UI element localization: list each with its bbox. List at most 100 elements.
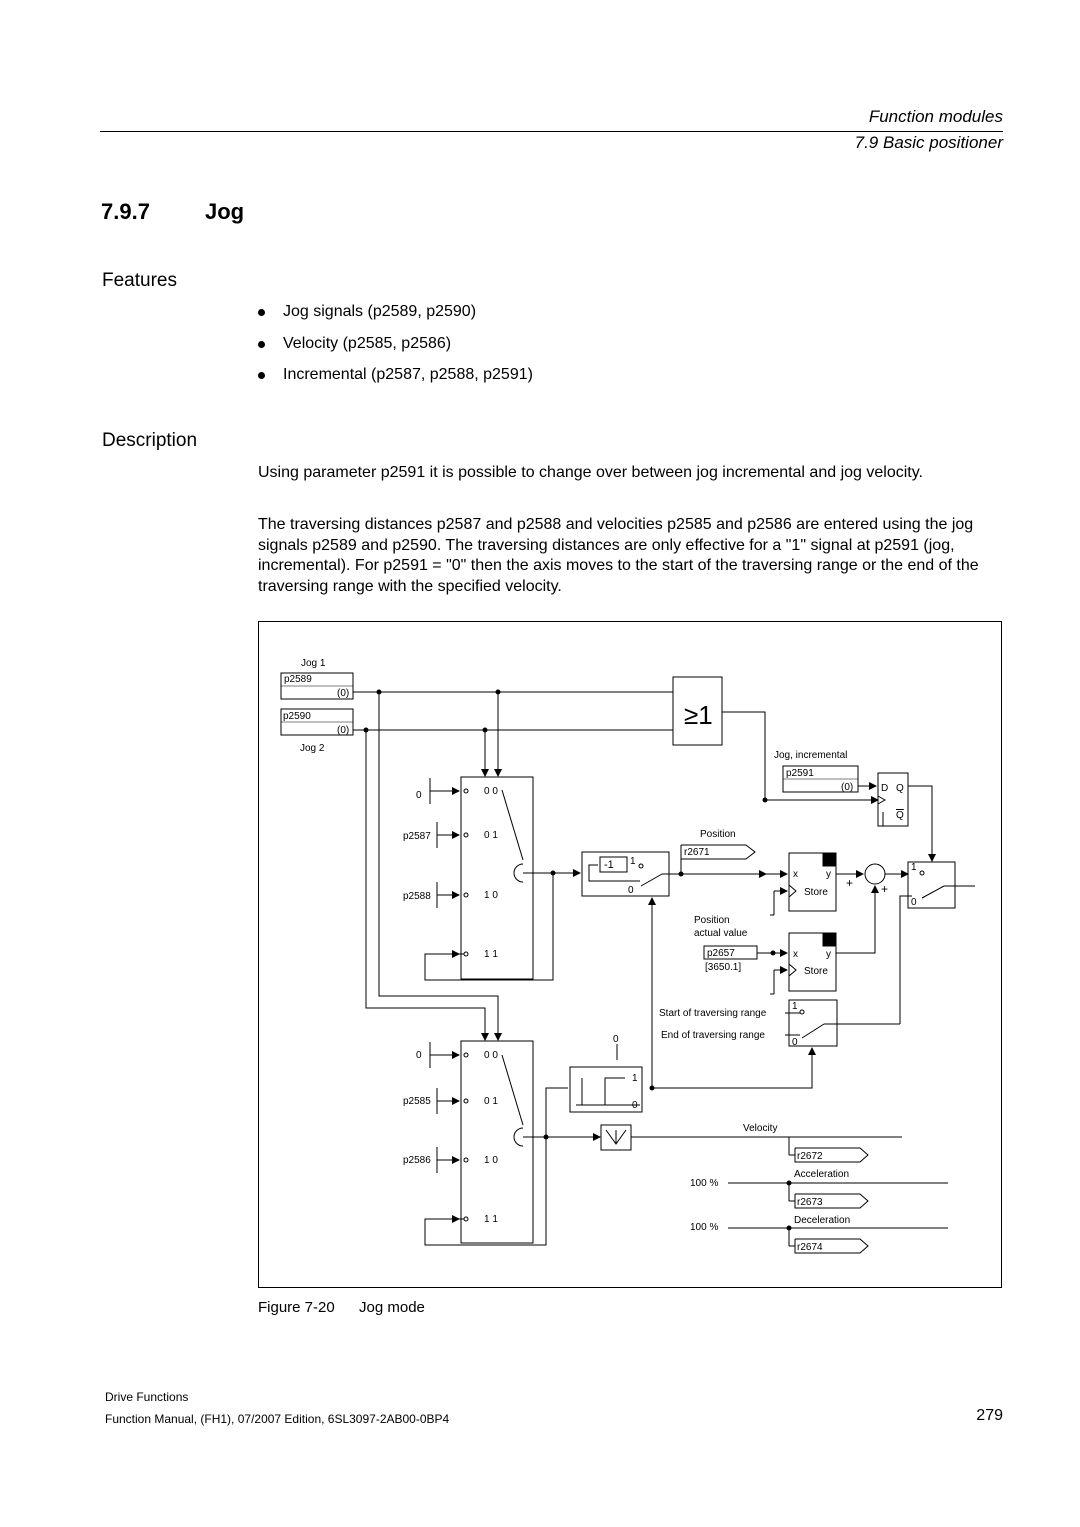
sign-inversion-block [581,851,670,897]
label-p2589-default: (0) [337,688,349,699]
section-number: 7.9.7 [101,199,150,224]
label-store1-x: x [793,869,798,880]
range-switch [788,999,838,1047]
label-lower-sel-01: 0 1 [484,1096,498,1107]
label-acceleration: Acceleration [794,1169,849,1180]
label-position: Position [700,829,736,840]
label-plus-bottom: + [881,882,888,896]
description-heading: Description [102,430,198,451]
label-p2588: p2588 [403,891,431,902]
label-or-gate: ≥1 [684,700,713,730]
label-threshold-0: 0 [613,1034,619,1045]
label-p2591-default: (0) [841,782,853,793]
label-out-1: 1 [911,862,917,873]
output-switch [907,861,956,909]
jog-mode-block-diagram: Jog 1 p2589 (0) p2590 (0) Jog 2 ≥1 Jog, … [280,658,975,1254]
label-deceleration: Deceleration [794,1215,850,1226]
label-position-actual-1: Position [694,915,730,926]
minus-one-gain [599,856,628,873]
threshold-block [569,1066,643,1113]
label-p2591: p2591 [786,768,814,779]
actual-position-store [788,932,837,992]
label-accel-100: 100 % [690,1178,718,1189]
position-store-block [788,852,837,912]
features-heading: Features [102,270,177,291]
label-end-range: End of traversing range [661,1030,765,1041]
label-r2672: r2672 [797,1151,823,1162]
label-upper-0: 0 [416,790,422,801]
header-rule [100,131,1003,132]
label-store1-y: y [826,869,831,880]
page-number: 279 [976,1407,1003,1424]
label-jog-incremental: Jog, incremental [774,750,847,761]
label-p2590: p2590 [283,711,311,722]
label-threshold-1: 1 [632,1073,638,1084]
label-range-0: 0 [792,1037,798,1048]
velocity-selector-inputs [424,1042,601,1246]
label-lower-sel-11: 1 1 [484,1214,498,1225]
or-gate [672,676,723,746]
r2674-connector [794,1238,869,1254]
label-upper-sel-01: 0 1 [484,830,498,841]
figure-number: Figure 7-20 [258,1299,335,1316]
label-p2590-default: (0) [337,725,349,736]
label-p2586: p2586 [403,1155,431,1166]
figure-caption: Figure 7-20 Jog mode [258,1299,425,1316]
label-lower-sel-10: 1 0 [484,1155,498,1166]
section-title: 7.9.7 Jog [101,199,244,225]
list-item: Jog signals (p2589, p2590) [258,300,533,332]
label-jog1: Jog 1 [301,658,326,669]
r2672-connector [794,1147,869,1163]
label-start-range: Start of traversing range [659,1008,767,1019]
list-item: Velocity (p2585, p2586) [258,332,533,364]
label-ff-qbar: Q [896,810,904,821]
features-list: Jog signals (p2589, p2590) Velocity (p25… [258,300,533,395]
label-r2671: r2671 [684,847,710,858]
label-r2673: r2673 [797,1197,823,1208]
label-ff-d: D [881,783,888,794]
label-velocity: Velocity [743,1123,777,1134]
label-store1: Store [804,887,828,898]
label-lower-sel-00: 0 0 [484,1050,498,1061]
label-p2587: p2587 [403,831,431,842]
label-p2657: p2657 [707,948,735,959]
dq-flip-flop [877,772,909,827]
label-r2674: r2674 [797,1242,823,1253]
label-minus-one: -1 [604,859,614,871]
velocity-selector [460,1040,534,1244]
label-switch-0: 0 [628,885,634,896]
footer-doc-info: Function Manual, (FH1), 07/2007 Edition,… [105,1412,450,1426]
label-p2585: p2585 [403,1096,431,1107]
label-range-1: 1 [792,1001,798,1012]
label-upper-sel-11: 1 1 [484,949,498,960]
list-item: Incremental (p2587, p2588, p2591) [258,363,533,395]
distance-selector-inputs [424,778,581,981]
label-ff-q: Q [896,783,904,794]
description-paragraph-1: Using parameter p2591 it is possible to … [258,464,923,481]
r2673-connector [794,1193,869,1209]
figure-title: Jog mode [359,1299,425,1316]
running-header-section: 7.9 Basic positioner [854,133,1003,152]
label-switch-1: 1 [630,856,636,867]
label-store2-x: x [793,949,798,960]
label-threshold-zero: 0 [632,1100,638,1111]
jog-mode-diagram: Jog 1 p2589 (0) p2590 (0) Jog 2 ≥1 Jog, … [258,621,1002,1288]
label-jog2: Jog 2 [300,743,325,754]
label-upper-sel-10: 1 0 [484,890,498,901]
label-p2657-default: [3650.1] [705,962,741,973]
label-position-actual-2: actual value [694,928,748,939]
section-name: Jog [205,199,245,224]
label-decel-100: 100 % [690,1222,718,1233]
footer-doc-title: Drive Functions [105,1390,189,1404]
description-paragraph-2: The traversing distances p2587 and p2588… [258,516,979,595]
summing-junction [864,863,886,885]
label-p2589: p2589 [284,674,312,685]
label-store2-y: y [826,949,831,960]
label-lower-0: 0 [416,1050,422,1061]
running-header-chapter: Function modules [868,107,1003,126]
r2671-connector [680,844,756,860]
label-store2: Store [804,966,828,977]
distance-selector [460,776,534,980]
label-plus-left: + [846,876,853,890]
label-upper-sel-00: 0 0 [484,786,498,797]
